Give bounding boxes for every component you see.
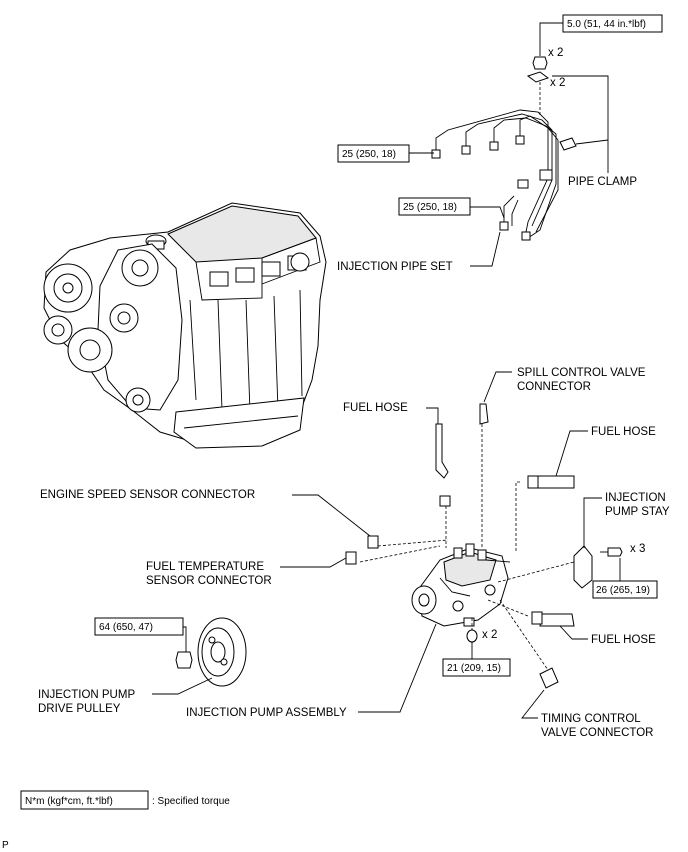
leader-injection-pump-assembly [358, 623, 437, 713]
multiplier-clamp: x 2 [550, 77, 565, 89]
torque-pump-nut: 21 (209, 15) [447, 663, 501, 674]
engine-illustration [43, 202, 327, 449]
injection-pump-drive-pulley-illustration [197, 617, 247, 687]
torque-pipe-clamp-nut: 5.0 (51, 44 in.*lbf) [567, 19, 646, 30]
label-injection-pump-stay-1: INJECTION [605, 492, 666, 504]
label-fuel-hose-right-bottom: FUEL HOSE [591, 634, 656, 646]
label-injection-pump-assembly: INJECTION PUMP ASSEMBLY [186, 707, 347, 719]
legend-unit-box: N*m (kgf*cm, ft.*lbf) [25, 796, 113, 807]
assembly-dashed-lines [359, 424, 575, 671]
multiplier-stay-bolt: x 3 [630, 543, 645, 555]
leader-spill-control-valve [483, 371, 512, 403]
footer-code: P [2, 840, 9, 851]
leader-fuel-hose-left [426, 407, 439, 424]
leader-fuel-hose-right-top [555, 430, 588, 477]
torque-injection-pipe-lower: 25 (250, 18) [403, 202, 457, 213]
torque-spec-pump-nut: 21 (209, 15) [442, 658, 511, 677]
leader-timing-control-valve [521, 689, 545, 719]
leader-injection-pipe-set [470, 231, 501, 267]
torque-spec-drive-pulley: 64 (650, 47) [94, 617, 184, 636]
drive-pulley-nut [175, 651, 193, 669]
torque-drive-pulley-nut: 64 (650, 47) [99, 622, 153, 633]
legend: N*m (kgf*cm, ft.*lbf) : Specified torque [20, 790, 230, 810]
injection-pipe-set [431, 109, 577, 241]
torque-injection-pipe-upper: 25 (250, 18) [342, 149, 396, 160]
label-fuel-hose-left: FUEL HOSE [343, 402, 408, 414]
label-injection-pump-stay-2: PUMP STAY [605, 506, 670, 518]
multiplier-nut-top: x 2 [548, 47, 563, 59]
label-drive-pulley-1: INJECTION PUMP [38, 689, 135, 701]
label-spill-control-valve-2: CONNECTOR [517, 381, 591, 393]
label-timing-control-valve-1: TIMING CONTROL [541, 713, 641, 725]
torque-spec-stay-bolt: 26 (265, 19) [592, 580, 658, 599]
leader-pipe-clamp [552, 75, 609, 173]
leader-top-nut [539, 22, 563, 56]
leader-fuel-hose-right-bottom [559, 625, 588, 640]
label-drive-pulley-2: DRIVE PULLEY [38, 703, 121, 715]
legend-description: : Specified torque [152, 796, 230, 807]
label-timing-control-valve-2: VALVE CONNECTOR [541, 727, 653, 739]
label-spill-control-valve-1: SPILL CONTROL VALVE [517, 367, 646, 379]
label-pipe-clamp: PIPE CLAMP [568, 176, 637, 188]
torque-pump-stay-bolt: 26 (265, 19) [596, 585, 650, 596]
leader-engine-speed-sensor [292, 494, 371, 537]
torque-spec-top: 5.0 (51, 44 in.*lbf) [562, 14, 663, 33]
label-fuel-temp-sensor-2: SENSOR CONNECTOR [146, 575, 272, 587]
leader-drive-pulley-nut [183, 626, 187, 652]
leader-drive-pulley [152, 677, 213, 695]
pump-stay-bolt [607, 547, 623, 557]
label-injection-pipe-set: INJECTION PIPE SET [337, 261, 453, 273]
multiplier-pump-nut: x 2 [482, 629, 497, 641]
fuel-hoses [435, 423, 575, 627]
label-engine-speed-sensor-connector: ENGINE SPEED SENSOR CONNECTOR [40, 489, 255, 501]
leader-fuel-temp-sensor [280, 557, 347, 568]
torque-spec-pipe-upper: 25 (250, 18) [337, 144, 410, 163]
label-fuel-hose-right-top: FUEL HOSE [591, 426, 656, 438]
label-fuel-temp-sensor-1: FUEL TEMPERATURE [146, 561, 264, 573]
pump-nut [466, 629, 478, 643]
injection-pump-assembly-illustration [411, 543, 511, 627]
leader-pipe-lower [470, 206, 505, 219]
connectors [345, 403, 559, 689]
leader-injection-pump-stay [583, 497, 602, 548]
injection-pump-stay-illustration [573, 545, 593, 589]
pipe-clamp-hardware [526, 56, 550, 83]
torque-spec-pipe-lower: 25 (250, 18) [398, 197, 471, 216]
